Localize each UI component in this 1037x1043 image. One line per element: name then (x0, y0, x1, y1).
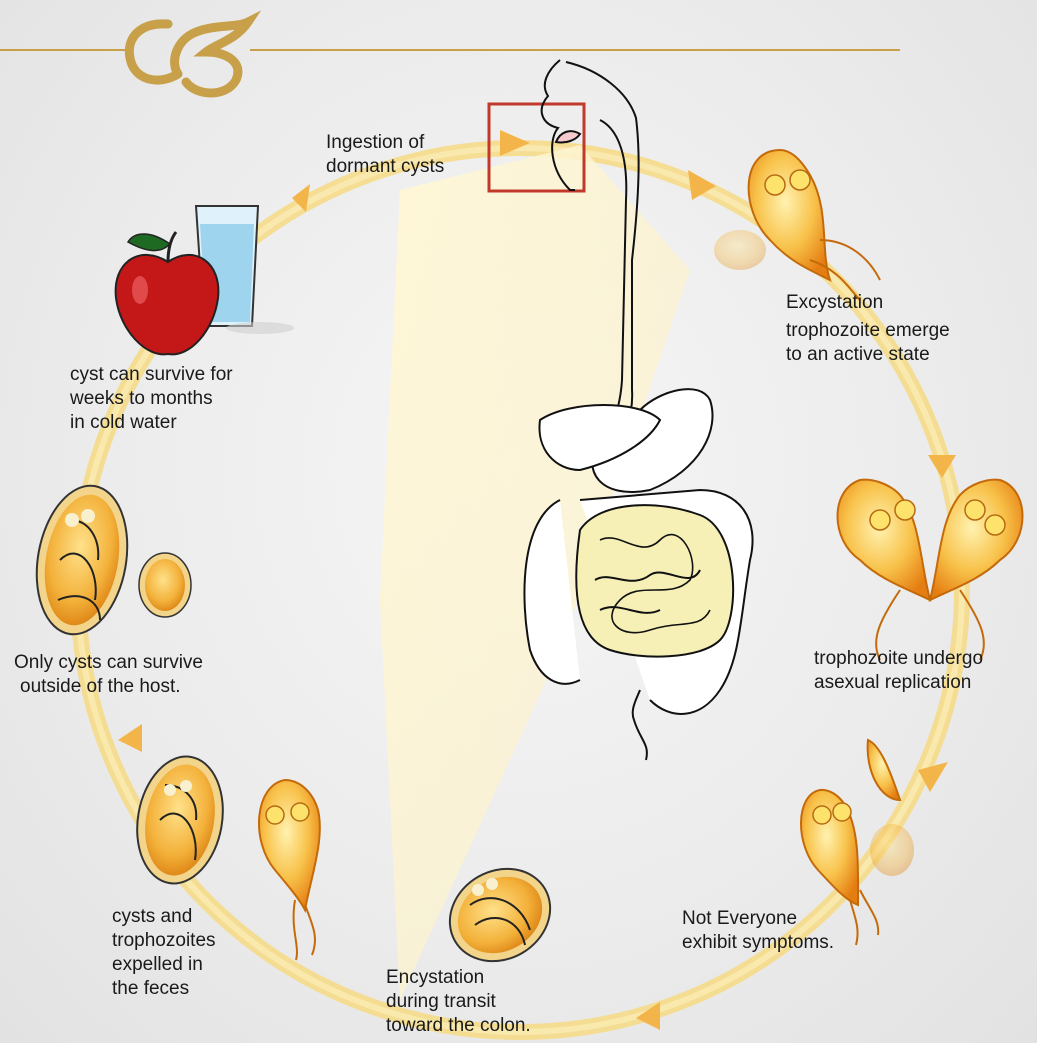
label-line: trophozoites (112, 929, 216, 953)
label-line: Excystation (786, 291, 950, 315)
label-line: cysts and (112, 905, 216, 929)
header-ornament (0, 22, 900, 93)
cysts-outside-host (26, 478, 191, 641)
label-ingestion: Ingestion of dormant cysts (326, 131, 444, 179)
label-survive-outside-host: Only cysts can survive outside of the ho… (14, 651, 203, 699)
label-line: exhibit symptoms. (682, 931, 834, 955)
label-line: toward the colon. (386, 1014, 531, 1038)
label-line: Only cysts can survive (14, 651, 203, 675)
trophozoite-excystation (714, 150, 880, 300)
label-symptoms: Not Everyone exhibit symptoms. (682, 907, 834, 955)
trophozoite-replication (838, 480, 1023, 660)
label-line: asexual replication (814, 671, 983, 695)
label-line: in cold water (70, 411, 233, 435)
label-line: to an active state (786, 343, 950, 367)
label-line: Not Everyone (682, 907, 834, 931)
label-line: trophozoite emerge (786, 319, 950, 343)
label-line: expelled in (112, 953, 216, 977)
label-line: the feces (112, 977, 216, 1001)
label-encystation: Encystation during transit toward the co… (386, 966, 531, 1038)
label-expelled: cysts and trophozoites expelled in the f… (112, 905, 216, 1001)
label-line: dormant cysts (326, 155, 444, 179)
label-survive-cold-water: cyst can survive for weeks to months in … (70, 363, 233, 435)
label-line: trophozoite undergo (814, 647, 983, 671)
label-line: Ingestion of (326, 131, 444, 155)
label-line: Encystation (386, 966, 531, 990)
label-line: weeks to months (70, 387, 233, 411)
monogram-logo (129, 22, 248, 93)
label-line: during transit (386, 990, 531, 1014)
label-replication: trophozoite undergo asexual replication (814, 647, 983, 695)
label-excystation: Excystation trophozoite emerge to an act… (786, 291, 950, 367)
label-line: cyst can survive for (70, 363, 233, 387)
label-line: outside of the host. (14, 675, 203, 699)
